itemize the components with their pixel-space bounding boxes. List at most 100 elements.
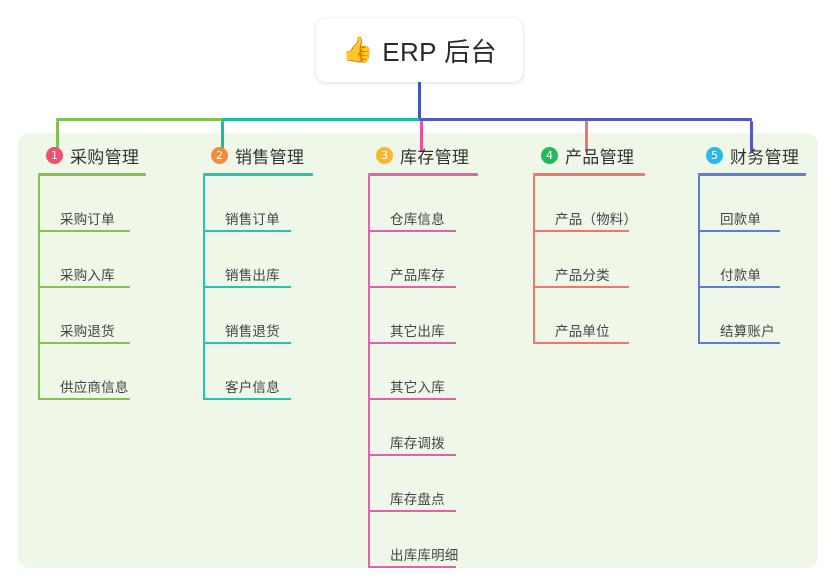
leaf-item-label: 采购订单 (60, 212, 115, 227)
leaf-item[interactable]: 回款单 (698, 176, 816, 232)
column-产品管理: 4 产品管理产品（物料） 产品分类产品单位 (533, 143, 655, 344)
column-items: 回款单付款单结算账户 (698, 176, 816, 344)
column-spine-connector (38, 176, 40, 400)
column-title: 销售管理 (235, 147, 305, 167)
connector-bar-green-segment (56, 118, 224, 121)
leaf-item-underline (698, 342, 780, 344)
leaf-item[interactable]: 供应商信息 (38, 344, 156, 400)
leaf-item-label: 其它入库 (390, 380, 445, 395)
leaf-item[interactable]: 库存盘点 (368, 456, 488, 512)
column-header-产品管理[interactable]: 4 产品管理 (533, 143, 655, 167)
column-stub-2 (221, 121, 224, 152)
column-spine-connector (533, 176, 535, 344)
connector-bar-teal-segment (222, 118, 421, 121)
column-items: 销售订单销售出库销售退货客户信息 (203, 176, 323, 400)
leaf-item-underline (38, 398, 130, 400)
column-badge-3: 3 (376, 146, 393, 164)
leaf-item[interactable]: 库存调拨 (368, 400, 488, 456)
leaf-item[interactable]: 结算账户 (698, 288, 816, 344)
leaf-item[interactable]: 客户信息 (203, 344, 323, 400)
leaf-item-underline (533, 230, 629, 232)
leaf-item-underline (203, 286, 291, 288)
leaf-item-underline (698, 286, 780, 288)
leaf-item-label: 采购入库 (60, 268, 115, 283)
leaf-item[interactable]: 出库库明细 (368, 512, 488, 568)
column-header-underline (368, 173, 478, 176)
leaf-item-underline (368, 566, 456, 568)
leaf-item-label: 付款单 (720, 268, 762, 283)
leaf-item-underline (38, 286, 130, 288)
leaf-item[interactable]: 采购退货 (38, 288, 156, 344)
leaf-item-underline (203, 342, 291, 344)
column-title: 产品管理 (565, 147, 635, 167)
leaf-item-underline (203, 230, 291, 232)
leaf-item-label: 回款单 (720, 212, 762, 227)
column-spine-connector (368, 176, 370, 568)
column-stub-5 (750, 121, 753, 152)
leaf-item-label: 销售出库 (225, 268, 280, 283)
leaf-item-label: 销售退货 (225, 324, 280, 339)
leaf-item-underline (698, 230, 780, 232)
leaf-item-underline (368, 342, 456, 344)
diagram-panel (18, 133, 818, 568)
leaf-item[interactable]: 产品（物料） (533, 176, 655, 232)
leaf-item-underline (368, 398, 456, 400)
leaf-item-underline (368, 454, 456, 456)
leaf-item-underline (368, 286, 456, 288)
leaf-item-label: 库存调拨 (390, 436, 445, 451)
leaf-item-label: 产品分类 (555, 268, 610, 283)
column-badge-4: 4 (541, 146, 558, 164)
leaf-item[interactable]: 其它入库 (368, 344, 488, 400)
leaf-item-underline (533, 342, 629, 344)
leaf-item[interactable]: 产品库存 (368, 232, 488, 288)
leaf-item[interactable]: 付款单 (698, 232, 816, 288)
leaf-item-label: 库存盘点 (390, 492, 445, 507)
leaf-item-label: 产品单位 (555, 324, 610, 339)
leaf-item-label: 结算账户 (720, 324, 775, 339)
leaf-item[interactable]: 采购订单 (38, 176, 156, 232)
leaf-item-label: 仓库信息 (390, 212, 445, 227)
leaf-item[interactable]: 销售订单 (203, 176, 323, 232)
column-items: 产品（物料） 产品分类产品单位 (533, 176, 655, 344)
leaf-item-label: 产品（物料） (555, 212, 638, 227)
leaf-item[interactable]: 销售退货 (203, 288, 323, 344)
column-stub-1 (56, 121, 59, 152)
leaf-item-label: 产品库存 (390, 268, 445, 283)
leaf-item-label: 销售订单 (225, 212, 280, 227)
leaf-item[interactable]: 其它出库 (368, 288, 488, 344)
root-node-erp-backend[interactable]: 👍 ERP 后台 (316, 18, 523, 82)
connector-bar-blue-segment (419, 118, 752, 121)
leaf-item-label: 客户信息 (225, 380, 280, 395)
leaf-item-label: 供应商信息 (60, 380, 129, 395)
column-header-库存管理[interactable]: 3 库存管理 (368, 143, 488, 167)
thumbs-up-icon: 👍 (342, 35, 374, 64)
column-title: 库存管理 (400, 147, 470, 167)
column-title: 财务管理 (730, 147, 800, 167)
column-header-underline (533, 173, 645, 176)
leaf-item[interactable]: 产品分类 (533, 232, 655, 288)
leaf-item-label: 其它出库 (390, 324, 445, 339)
column-stub-3 (420, 121, 423, 152)
column-header-underline (203, 173, 313, 176)
column-items: 仓库信息产品库存其它出库其它入库库存调拨库存盘点出库库明细 (368, 176, 488, 568)
leaf-item[interactable]: 采购入库 (38, 232, 156, 288)
leaf-item-underline (368, 230, 456, 232)
column-stub-4 (585, 121, 588, 152)
column-header-underline (38, 173, 146, 176)
leaf-item-underline (38, 230, 130, 232)
leaf-item-underline (368, 510, 456, 512)
leaf-item[interactable]: 仓库信息 (368, 176, 488, 232)
leaf-item-underline (38, 342, 130, 344)
leaf-item-underline (203, 398, 291, 400)
column-items: 采购订单采购入库采购退货供应商信息 (38, 176, 156, 400)
column-spine-connector (203, 176, 205, 400)
leaf-item-label: 出库库明细 (390, 548, 459, 563)
leaf-item[interactable]: 销售出库 (203, 232, 323, 288)
leaf-item[interactable]: 产品单位 (533, 288, 655, 344)
